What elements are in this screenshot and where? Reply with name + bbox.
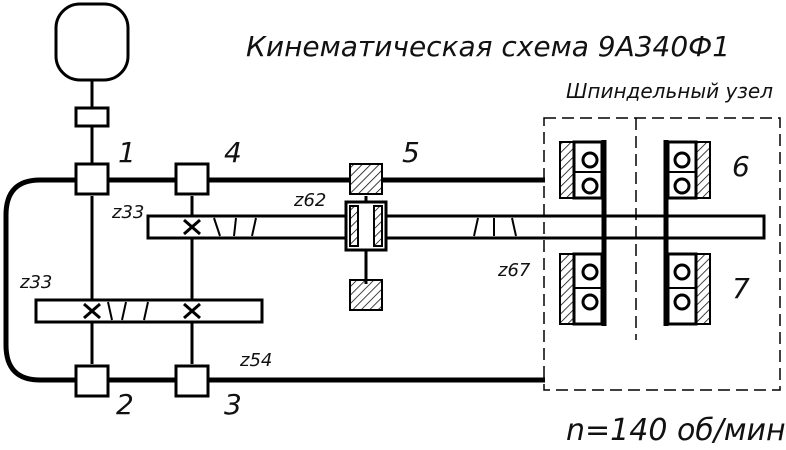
shaft-label-2: 2 [116, 388, 134, 421]
gear-label-z33-top: z33 [111, 202, 144, 223]
shaft-label-3: 3 [224, 388, 242, 421]
diagram-title: Кинематическая схема 9А340Ф1 [246, 30, 730, 63]
spindle-bearings-left [559, 140, 604, 326]
bearing-1 [74, 162, 110, 196]
lower-gear-bar [34, 298, 264, 324]
spindle-unit-label: Шпиндельный узел [566, 79, 773, 103]
motor [54, 2, 130, 164]
shaft-label-1: 1 [118, 136, 136, 169]
spindle-boundary [543, 117, 781, 391]
gear-label-z33-left: z33 [19, 272, 52, 293]
spindle-bearings-right [663, 140, 711, 326]
shaft-5-assembly [344, 163, 388, 311]
gear-label-z62: z62 [293, 190, 326, 211]
bearing-4 [174, 162, 210, 196]
belt-loop [3, 177, 78, 383]
shaft-label-6: 6 [732, 150, 750, 183]
spindle-speed: n=140 об/мин [566, 413, 786, 448]
upper-gear-bar [146, 214, 766, 240]
shaft-label-4: 4 [224, 136, 242, 169]
gear-label-z54: z54 [239, 350, 272, 371]
bearing-2 [74, 364, 110, 398]
gear-label-z67: z67 [497, 260, 531, 281]
shaft-label-5: 5 [402, 136, 420, 169]
shaft-label-7: 7 [732, 272, 750, 305]
bearing-3 [174, 364, 210, 398]
